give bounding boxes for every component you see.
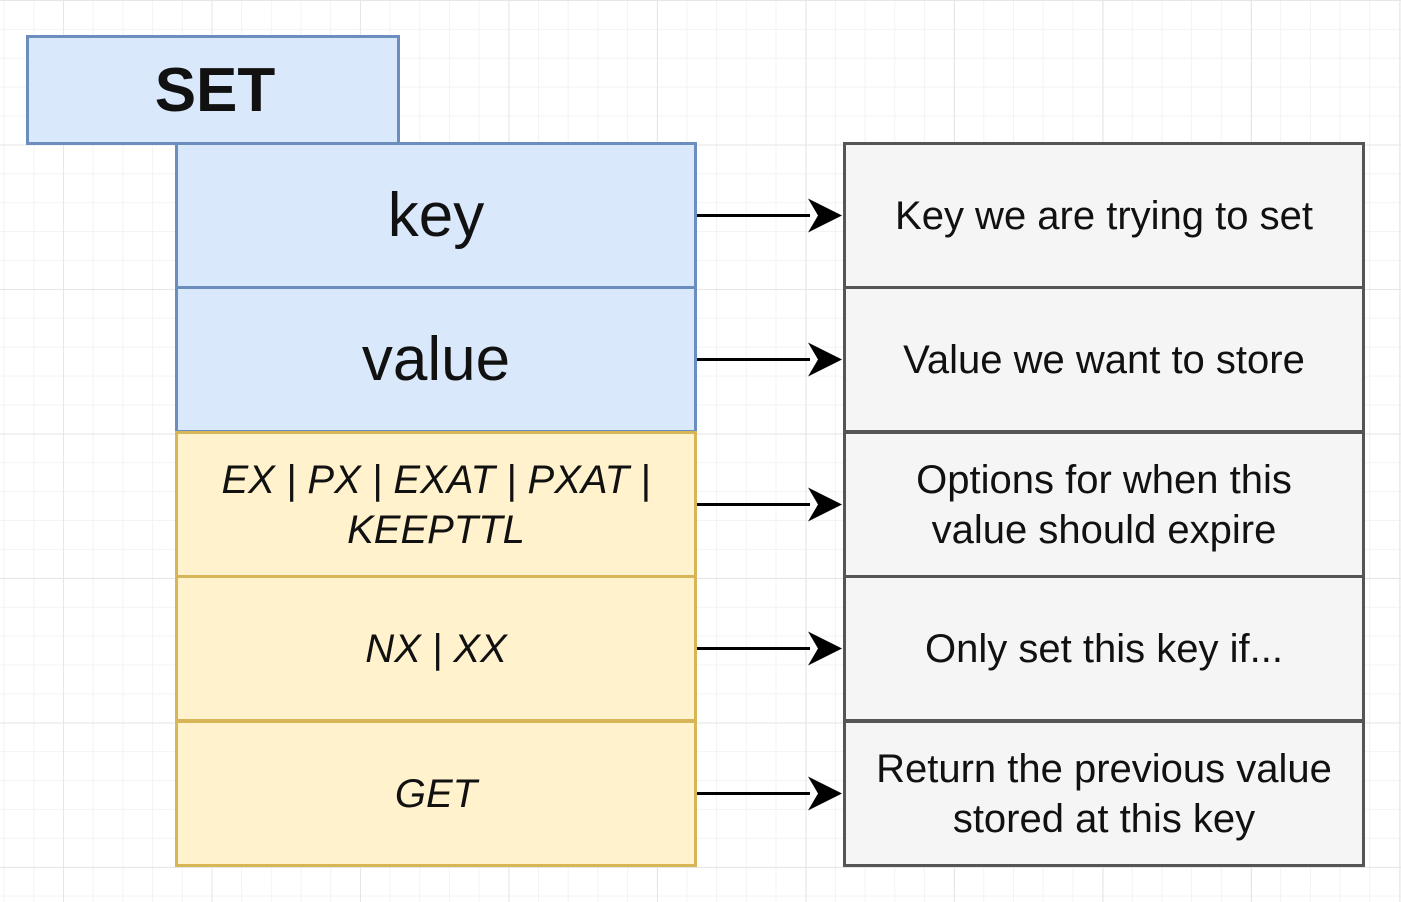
argument-key-box: key — [175, 142, 697, 289]
arrow-head-2 — [808, 342, 842, 377]
arrow-head-5 — [808, 776, 842, 811]
option-nx-xx-label: NX | XX — [365, 626, 507, 671]
description-get-text: Return the previous value stored at this… — [876, 746, 1332, 841]
description-nx-xx-text: Only set this key if... — [925, 626, 1283, 671]
command-title-box: SET — [26, 35, 400, 145]
argument-value-box: value — [175, 286, 697, 433]
description-value-text: Value we want to store — [903, 337, 1305, 382]
option-get-box: GET — [175, 720, 697, 867]
description-get-box: Return the previous value stored at this… — [843, 720, 1365, 867]
argument-value-label: value — [361, 325, 511, 394]
description-expire-text: Options for when this value should expir… — [916, 457, 1292, 552]
arrow-head-4 — [808, 631, 842, 666]
arrow-head-1 — [808, 198, 842, 233]
option-nx-xx-box: NX | XX — [175, 575, 697, 722]
description-key-box: Key we are trying to set — [843, 142, 1365, 289]
option-expire-box: EX | PX | EXAT | PXAT | KEEPTTL — [175, 431, 697, 578]
description-key-text: Key we are trying to set — [895, 193, 1313, 238]
argument-key-label: key — [387, 181, 485, 250]
description-value-box: Value we want to store — [843, 286, 1365, 433]
option-get-label: GET — [394, 771, 478, 816]
description-nx-xx-box: Only set this key if... — [843, 575, 1365, 722]
command-title: SET — [154, 55, 276, 125]
description-expire-box: Options for when this value should expir… — [843, 431, 1365, 578]
option-expire-label: EX | PX | EXAT | PXAT | KEEPTTL — [221, 457, 651, 552]
arrow-head-3 — [808, 487, 842, 522]
